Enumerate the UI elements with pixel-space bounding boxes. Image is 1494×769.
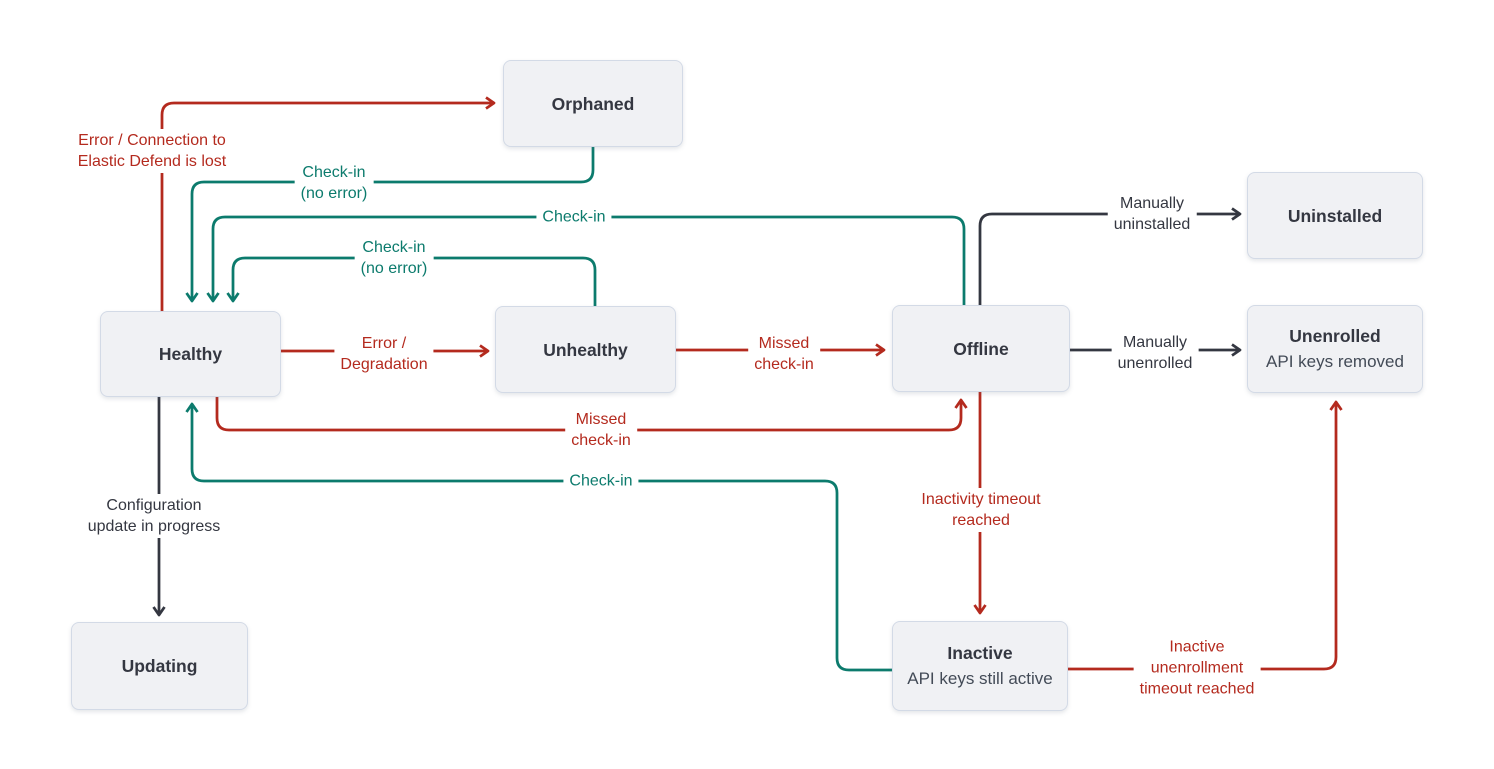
edge-label-error-degradation: Error / Degradation xyxy=(334,332,434,376)
node-updating: Updating xyxy=(71,622,248,710)
edge-label-checkin-no-error-unhealthy: Check-in (no error) xyxy=(354,236,434,280)
edge-healthy-to-orphaned xyxy=(160,96,496,311)
node-subtitle: API keys still active xyxy=(907,669,1053,688)
edge-label-error-connection: Error / Connection to Elastic Defend is … xyxy=(71,129,233,173)
edge-label-checkin-no-error-orphaned: Check-in (no error) xyxy=(294,161,374,205)
node-subtitle: API keys removed xyxy=(1266,352,1404,371)
edge-inactive-to-healthy xyxy=(185,402,892,672)
node-title: Updating xyxy=(121,656,198,676)
edge-orphaned-to-healthy xyxy=(185,147,595,303)
edge-label-checkin-inactive: Check-in xyxy=(563,469,639,493)
node-inactive: Inactive API keys still active xyxy=(892,621,1068,711)
node-title: Healthy xyxy=(158,344,223,364)
edge-label-manually-unenrolled: Manually unenrolled xyxy=(1111,331,1199,375)
edge-label-manually-uninstalled: Manually uninstalled xyxy=(1107,192,1197,236)
node-title: Orphaned xyxy=(551,93,635,114)
node-orphaned: Orphaned xyxy=(503,60,683,147)
edge-label-missed-checkin-healthy: Missed check-in xyxy=(565,408,637,452)
edge-label-checkin-offline: Check-in xyxy=(536,205,612,229)
node-unhealthy: Unhealthy xyxy=(495,306,676,393)
node-uninstalled: Uninstalled xyxy=(1247,172,1423,259)
edge-label-missed-checkin-unhealthy: Missed check-in xyxy=(748,332,820,376)
edge-offline-to-healthy xyxy=(206,215,966,305)
node-title: Unenrolled xyxy=(1289,326,1381,346)
edge-label-configuration-update: Configuration update in progress xyxy=(81,494,227,538)
node-healthy: Healthy xyxy=(100,311,281,397)
edge-label-inactivity-timeout: Inactivity timeout reached xyxy=(915,488,1047,532)
node-title: Unhealthy xyxy=(543,339,628,360)
node-title: Offline xyxy=(953,338,1009,359)
edge-offline-to-uninstalled xyxy=(978,207,1242,305)
edge-inactive-to-unenrolled xyxy=(1068,400,1343,671)
node-title: Inactive xyxy=(947,643,1013,663)
edge-label-inactive-unenrollment: Inactive unenrollment timeout reached xyxy=(1133,635,1261,701)
node-unenrolled: Unenrolled API keys removed xyxy=(1247,305,1423,393)
node-offline: Offline xyxy=(892,305,1070,392)
node-title: Uninstalled xyxy=(1287,205,1383,226)
